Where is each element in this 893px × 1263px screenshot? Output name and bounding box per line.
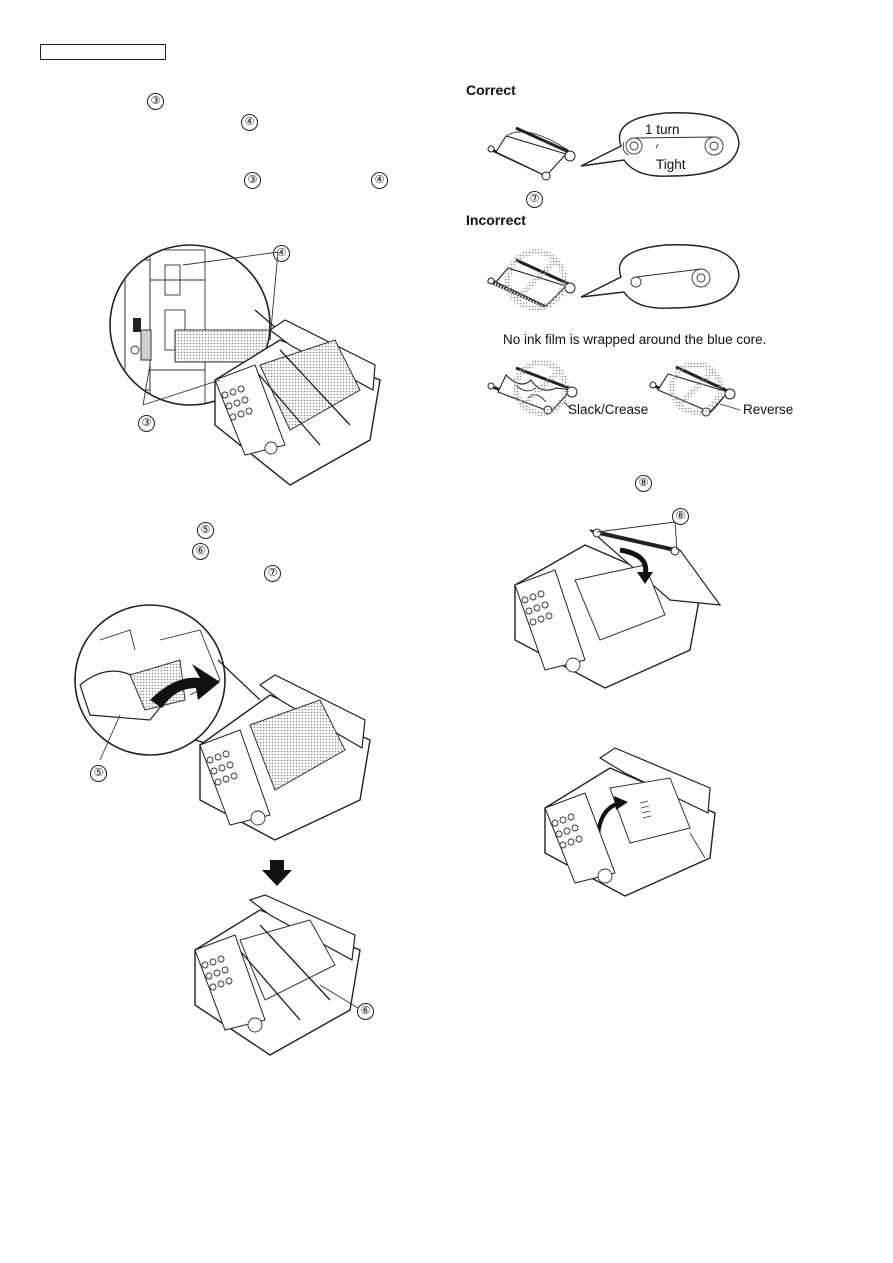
slack-crease-label: Slack/Crease: [568, 402, 649, 417]
reverse-label: Reverse: [743, 402, 794, 417]
no-film-illustration: [486, 244, 740, 311]
tight-label: Tight: [656, 157, 686, 172]
callout-4: ④: [371, 172, 388, 189]
callout-6: ⑥: [192, 543, 209, 560]
callout-5: ⑤: [90, 765, 107, 782]
gear-install-illustration: [109, 244, 381, 486]
one-turn-label: 1 turn: [645, 122, 680, 137]
no-ink-caption: No ink film is wrapped around the blue c…: [503, 332, 767, 347]
close-front-cover-illustration: [544, 747, 716, 897]
reverse-illustration: [649, 361, 741, 417]
page-header-box: [40, 44, 166, 60]
callout-3: ③: [147, 93, 164, 110]
slack-crease-illustration: [487, 360, 578, 416]
close-back-cover-illustration: [514, 521, 722, 689]
callout-8: ⑧: [672, 508, 689, 525]
callout-4: ④: [241, 114, 258, 131]
callout-5: ⑤: [197, 522, 214, 539]
callout-3: ③: [244, 172, 261, 189]
callout-6: ⑥: [357, 1003, 374, 1020]
callout-3: ③: [138, 415, 155, 432]
incorrect-title: Incorrect: [466, 212, 526, 228]
correct-film-illustration: [487, 112, 740, 181]
correct-title: Correct: [466, 82, 516, 98]
callout-7: ⑦: [526, 191, 543, 208]
callout-7: ⑦: [264, 565, 281, 582]
insert-film-illustration: [74, 604, 371, 841]
down-arrow-icon: [262, 860, 292, 886]
callout-8: ⑧: [635, 475, 652, 492]
film-installed-illustration: [194, 894, 361, 1056]
callout-4: ④: [273, 245, 290, 262]
